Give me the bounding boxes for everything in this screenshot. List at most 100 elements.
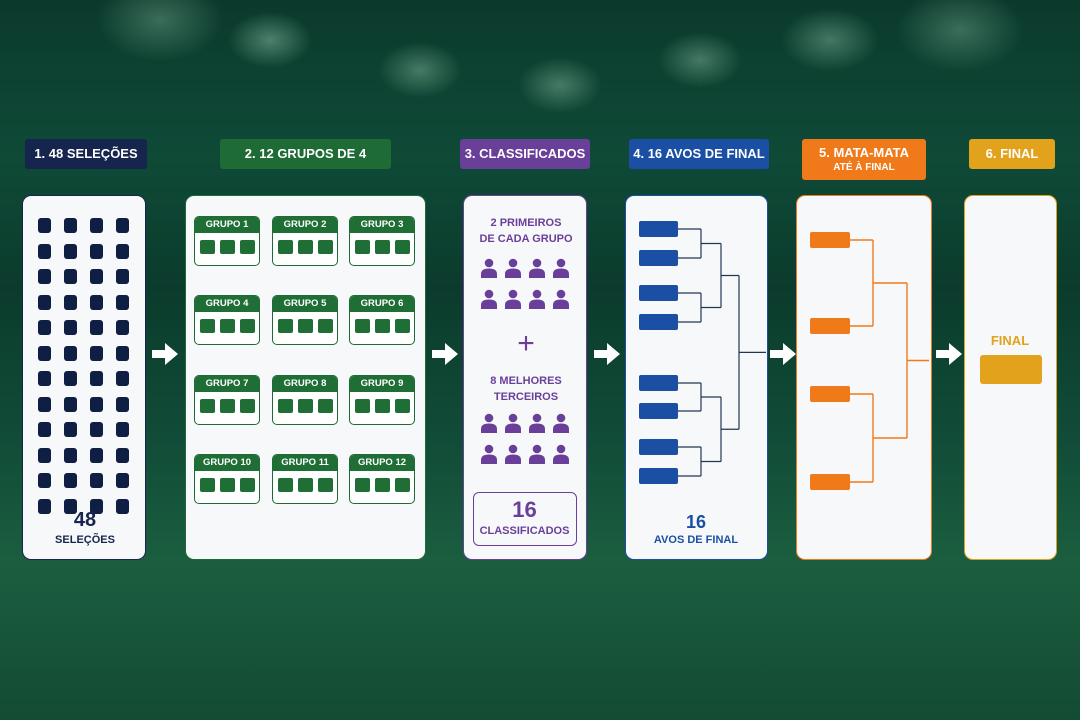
group-team-slot <box>220 240 235 254</box>
step-label-6-text: 6. FINAL <box>986 147 1039 161</box>
step-label-5-subtext: ATÉ À FINAL <box>833 162 894 173</box>
group-team-slot <box>278 319 293 333</box>
team-square <box>38 371 51 386</box>
match-slot <box>810 232 850 248</box>
team-square <box>64 295 77 310</box>
team-square <box>116 473 129 488</box>
round-of-32-caption: AVOS DE FINAL <box>626 534 766 546</box>
step-label-2-text: 2. 12 GRUPOS DE 4 <box>245 147 366 161</box>
team-square <box>64 218 77 233</box>
group-card: GRUPO 8 <box>272 375 338 425</box>
qualified-mid-text-1: 8 MELHORES <box>464 375 588 387</box>
team-square <box>90 397 103 412</box>
group-team-slot <box>200 240 215 254</box>
group-name: GRUPO 3 <box>350 217 414 233</box>
team-square <box>38 473 51 488</box>
step-label-3: 3. CLASSIFICADOS <box>460 139 590 169</box>
group-team-slot <box>318 478 333 492</box>
person-icon <box>505 444 521 464</box>
group-slots <box>273 240 337 254</box>
person-icon <box>505 413 521 433</box>
person-icon <box>529 444 545 464</box>
arrow-right-icon <box>770 343 796 365</box>
group-slots <box>350 319 414 333</box>
group-team-slot <box>355 319 370 333</box>
group-card: GRUPO 7 <box>194 375 260 425</box>
teams-caption: SELEÇÕES <box>23 534 147 546</box>
group-team-slot <box>318 319 333 333</box>
qualified-top-text-2: DE CADA GRUPO <box>464 233 588 245</box>
final-slot <box>980 355 1042 384</box>
group-slots <box>195 399 259 413</box>
group-name: GRUPO 8 <box>273 376 337 392</box>
team-square <box>64 422 77 437</box>
team-square <box>116 218 129 233</box>
qualified-total-count: 16 <box>474 497 575 523</box>
group-card: GRUPO 2 <box>272 216 338 266</box>
step-label-5-text: 5. MATA-MATA <box>819 146 909 160</box>
person-icon <box>481 444 497 464</box>
group-card: GRUPO 3 <box>349 216 415 266</box>
person-icon <box>505 289 521 309</box>
qualified-top-text-1: 2 PRIMEIROS <box>464 217 588 229</box>
match-slot <box>639 221 678 237</box>
panel-round-of-32: 16 AVOS DE FINAL <box>625 195 768 560</box>
group-team-slot <box>318 240 333 254</box>
group-card: GRUPO 6 <box>349 295 415 345</box>
team-square <box>38 320 51 335</box>
team-square <box>38 295 51 310</box>
panel-knockout <box>796 195 932 560</box>
team-square <box>116 448 129 463</box>
group-team-slot <box>375 319 390 333</box>
person-icon <box>529 258 545 278</box>
team-square <box>116 371 129 386</box>
team-square <box>64 320 77 335</box>
match-slot <box>810 318 850 334</box>
person-icon <box>553 413 569 433</box>
team-square <box>64 448 77 463</box>
group-team-slot <box>240 399 255 413</box>
team-square <box>116 269 129 284</box>
group-slots <box>273 478 337 492</box>
group-slots <box>350 399 414 413</box>
arrow-right-icon <box>432 343 458 365</box>
group-slots <box>195 319 259 333</box>
team-square <box>90 448 103 463</box>
team-square <box>90 371 103 386</box>
person-icon <box>553 444 569 464</box>
group-team-slot <box>278 240 293 254</box>
team-square <box>116 244 129 259</box>
person-icon <box>505 258 521 278</box>
team-square <box>38 218 51 233</box>
group-name: GRUPO 10 <box>195 455 259 471</box>
step-label-1: 1. 48 SELEÇÕES <box>25 139 147 169</box>
person-icon <box>529 413 545 433</box>
group-team-slot <box>240 240 255 254</box>
group-team-slot <box>355 478 370 492</box>
step-label-1-text: 1. 48 SELEÇÕES <box>34 147 137 161</box>
group-card: GRUPO 1 <box>194 216 260 266</box>
group-slots <box>195 240 259 254</box>
person-icon <box>481 258 497 278</box>
group-team-slot <box>375 478 390 492</box>
group-team-slot <box>278 478 293 492</box>
team-square <box>90 422 103 437</box>
team-square <box>64 473 77 488</box>
group-slots <box>273 319 337 333</box>
bracket-round-of-32 <box>626 196 769 496</box>
group-team-slot <box>355 240 370 254</box>
person-icon <box>481 289 497 309</box>
group-team-slot <box>200 478 215 492</box>
group-team-slot <box>298 399 313 413</box>
qualified-total-box: 16 CLASSIFICADOS <box>473 492 577 546</box>
team-square <box>38 269 51 284</box>
step-label-6: 6. FINAL <box>969 139 1055 169</box>
group-team-slot <box>298 240 313 254</box>
group-name: GRUPO 12 <box>350 455 414 471</box>
group-team-slot <box>278 399 293 413</box>
group-team-slot <box>240 319 255 333</box>
team-square <box>38 422 51 437</box>
team-square <box>38 244 51 259</box>
group-team-slot <box>375 399 390 413</box>
team-square <box>116 320 129 335</box>
